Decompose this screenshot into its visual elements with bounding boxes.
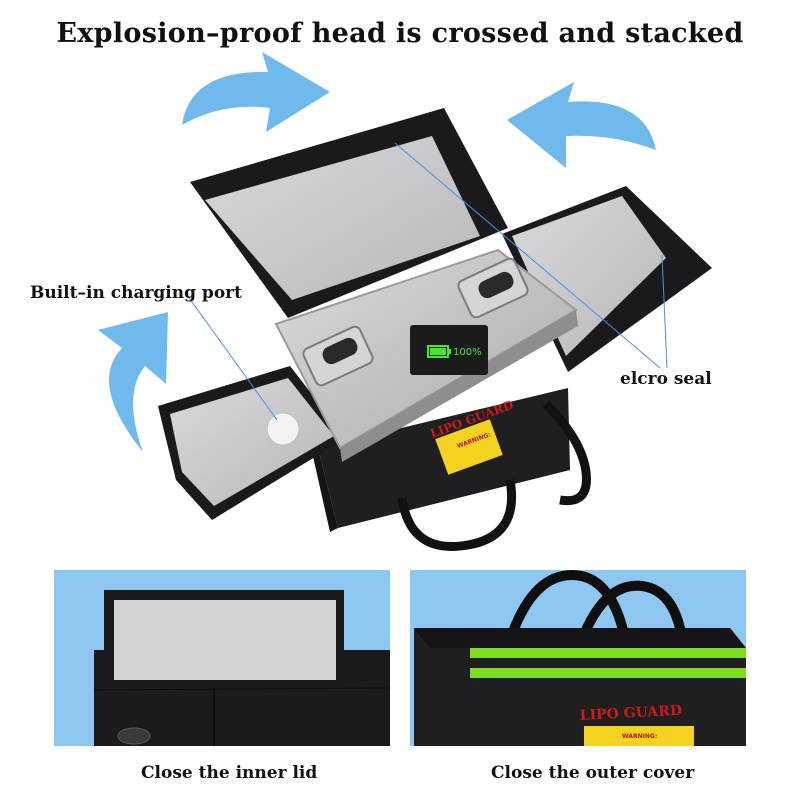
inner-lid-panel xyxy=(54,570,390,746)
inner-lid-illustration xyxy=(93,590,390,746)
reflective-strip-bottom xyxy=(470,668,746,678)
battery-display: 100% xyxy=(410,325,488,375)
reflective-strip-top xyxy=(470,648,746,658)
strap-handles xyxy=(397,400,591,551)
outer-warning-sticker xyxy=(584,726,694,746)
rear-flap xyxy=(190,108,508,318)
arrow-left-icon xyxy=(98,312,168,452)
seal-label: elcro seal xyxy=(620,369,712,389)
arrow-top-left-icon xyxy=(182,52,330,132)
page-title: Explosion–proof head is crossed and stac… xyxy=(56,18,744,49)
charging-port-label: Built–in charging port xyxy=(30,283,242,303)
battery-icon xyxy=(427,345,451,358)
battery-percent: 100% xyxy=(453,347,482,358)
warning-sticker xyxy=(435,419,503,475)
left-flap xyxy=(158,366,346,520)
outer-cover-panel: LIPO GUARD WARNING: xyxy=(410,570,746,746)
latch-right-icon xyxy=(457,257,529,319)
outer-cover-caption: Close the outer cover xyxy=(491,763,695,783)
lid-port-icon xyxy=(117,727,151,745)
charging-port-icon xyxy=(266,412,300,446)
latch-left-icon xyxy=(302,325,374,387)
callout-lines xyxy=(186,142,668,421)
arrow-top-right-icon xyxy=(507,82,656,168)
inner-lid-caption: Close the inner lid xyxy=(141,763,318,783)
outer-brand-text: LIPO GUARD xyxy=(579,703,682,724)
outer-cover-illustration: LIPO GUARD WARNING: xyxy=(414,570,746,746)
outer-warning-text: WARNING: xyxy=(622,733,657,740)
